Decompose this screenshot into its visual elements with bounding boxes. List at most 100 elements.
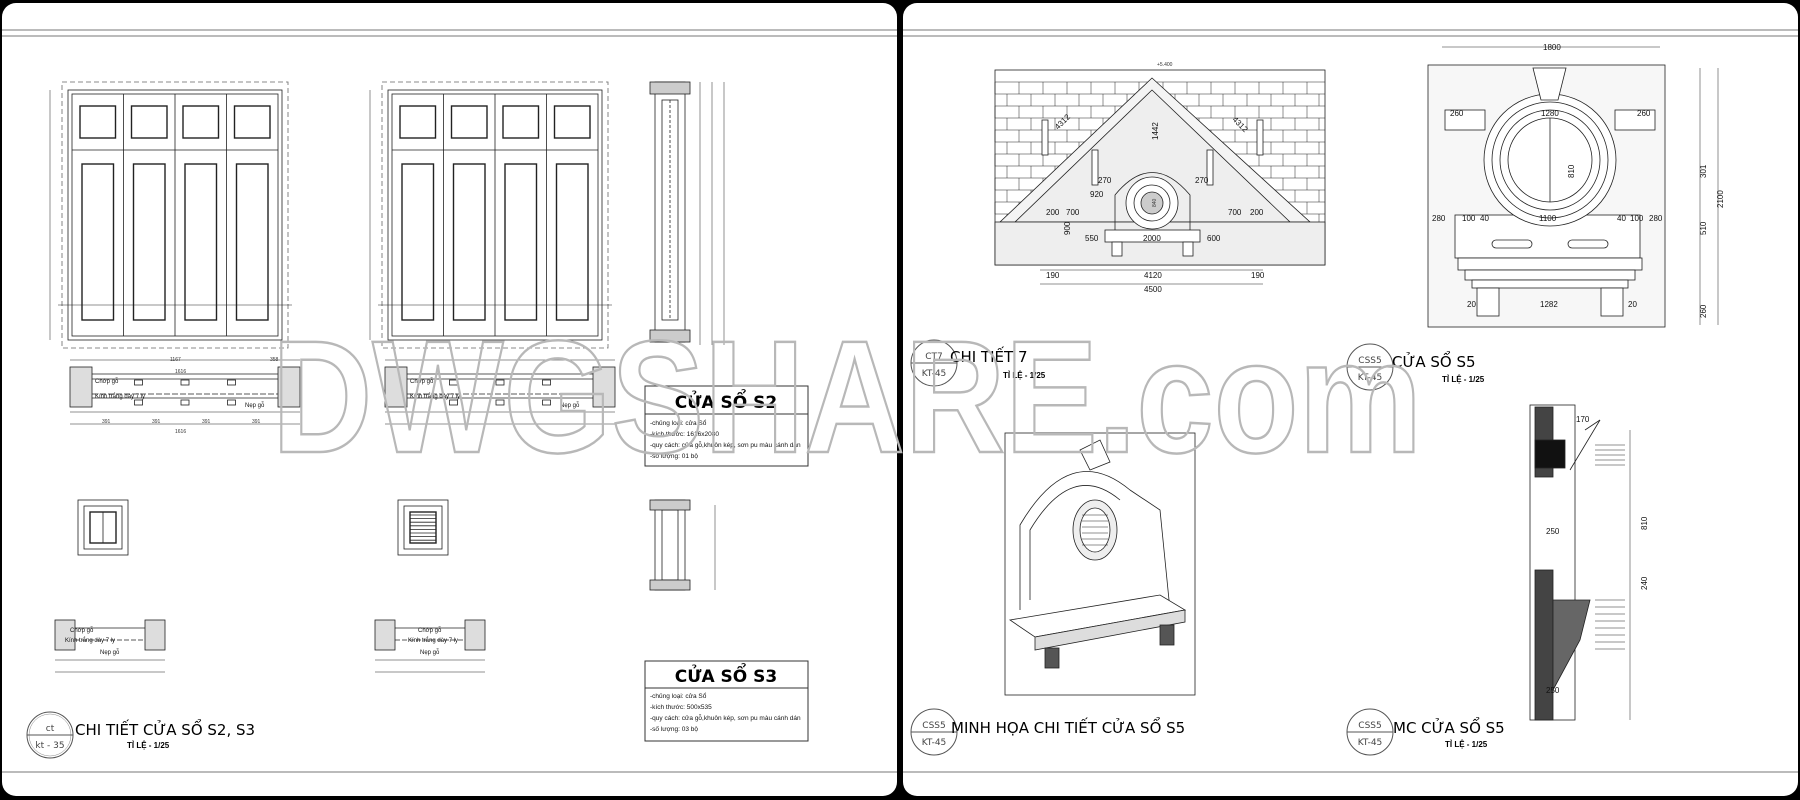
- spec-line: -số lượng: 03 bộ: [650, 724, 698, 733]
- detail-tag-bottom: KT-45: [922, 369, 947, 379]
- dim: 810: [1567, 164, 1576, 178]
- label-shutter: Chớp gỗ: [418, 627, 442, 634]
- detail-scale: TỈ LỆ - 1/25: [1445, 740, 1488, 749]
- title-block-s5: CSS5 KT-45 CỬA SỔ S5 TỈ LỆ - 1/25: [1346, 343, 1485, 391]
- detail-scale: TỈ LỆ - 1/25: [127, 741, 170, 750]
- window-s2-section: [649, 81, 725, 345]
- plan-labels: Chớp gỗ Kính trắng dày 7 ly Nẹp gỗ Chớp …: [65, 378, 580, 656]
- detail-title: MINH HỌA CHI TIẾT CỬA SỔ S5: [951, 716, 1185, 737]
- dim: 1282: [1540, 300, 1558, 309]
- dim: 250: [1546, 686, 1560, 695]
- window-s3-plan: [54, 619, 166, 673]
- section-dimensions: 170 810 240 250 250: [1546, 415, 1649, 695]
- title-block-illustration: CSS5 KT-45 MINH HỌA CHI TIẾT CỬA SỔ S5: [910, 708, 1185, 756]
- sheet-border-lines: [2, 29, 1798, 773]
- detail-title: CHI TIẾT CỬA SỔ S2, S3: [75, 718, 255, 739]
- dim: 100: [1630, 214, 1644, 223]
- spec-line: -kích thước: 1616x2080: [650, 431, 719, 438]
- label-glass: Kính trắng dày 7 ly: [408, 637, 458, 644]
- label-trim: Nẹp gỗ: [420, 649, 440, 656]
- dim: 20: [1467, 300, 1476, 309]
- dim: 100: [1462, 214, 1476, 223]
- dim: 40: [1617, 214, 1626, 223]
- window-s2-plan-interior: [384, 359, 616, 425]
- cad-geometry: [49, 46, 1719, 721]
- dim: 200: [1250, 208, 1264, 217]
- dim: 700: [1066, 208, 1080, 217]
- window-s2-exterior-elevation: [49, 81, 292, 349]
- dim: 1167: [170, 357, 181, 363]
- dim: 270: [1195, 176, 1209, 185]
- dim: 840: [1152, 198, 1158, 207]
- dim: 550: [1085, 234, 1099, 243]
- spec-line: -kích thước: 500x535: [650, 704, 712, 711]
- detail-scale: TỈ LỆ - 1/25: [1003, 371, 1046, 380]
- window-s3-elevation-louvered: [397, 499, 449, 556]
- label-glass: Kính trắng dày 7 ly: [410, 393, 460, 400]
- detail-title: CHI TIẾT 7: [950, 345, 1027, 366]
- title-block-s2-s3: ct kt - 35 CHI TIẾT CỬA SỔ S2, S3 TỈ LỆ …: [26, 711, 255, 759]
- window-s5-wall-section: [1529, 404, 1631, 721]
- dim: 20: [1628, 300, 1637, 309]
- dim: 2000: [1143, 234, 1161, 243]
- dim: 810: [1640, 516, 1649, 530]
- detail-tag-top: CSS5: [1358, 356, 1381, 366]
- dim: 280: [1432, 214, 1446, 223]
- detail-tag-top: CSS5: [922, 721, 945, 731]
- dim: 200: [1046, 208, 1060, 217]
- label-shutter: Chớp gỗ: [70, 627, 94, 634]
- window-s5-elevation: [1427, 46, 1719, 328]
- dim: 280: [1649, 214, 1663, 223]
- spec-line: -chủng loại: cửa Sổ: [650, 692, 707, 700]
- title-block-section: CSS5 KT-45 MC CỬA SỔ S5 TỈ LỆ - 1/25: [1346, 708, 1505, 756]
- dim: 4500: [1144, 285, 1162, 294]
- dim: 170: [1576, 415, 1590, 424]
- label-trim: Nẹp gỗ: [560, 402, 580, 409]
- dim: 700: [1228, 208, 1242, 217]
- dim: 260: [1450, 109, 1464, 118]
- detail-title: MC CỬA SỔ S5: [1393, 716, 1505, 737]
- spec-line: -chủng loại: cửa Sổ: [650, 419, 707, 427]
- dim: 2100: [1716, 190, 1725, 208]
- spec-line: -quy cách: cửa gỗ,khuôn kép, sơn pu màu …: [650, 713, 801, 722]
- dim: 900: [1063, 221, 1072, 235]
- window-s2-plan-exterior: [69, 359, 301, 425]
- dim: 1616: [175, 429, 186, 435]
- left-sheet: [2, 3, 897, 796]
- dim: 190: [1251, 271, 1265, 280]
- dim: 1616: [175, 369, 186, 375]
- spec-box-s3: CỬA SỔ S3 -chủng loại: cửa Sổ -kích thướ…: [644, 660, 809, 742]
- label-glass: Kính trắng dày 7 ly: [65, 637, 115, 644]
- dim: 391: [102, 419, 111, 425]
- dim: 301: [1699, 164, 1708, 178]
- label-shutter: Chớp gỗ: [95, 378, 119, 385]
- dim: 270: [1098, 176, 1112, 185]
- dim: 190: [1046, 271, 1060, 280]
- dim: 358: [270, 357, 279, 363]
- dim: 391: [202, 419, 211, 425]
- label-trim: Nẹp gỗ: [245, 402, 265, 409]
- dim: 1280: [1541, 109, 1559, 118]
- dim: 1442: [1151, 122, 1160, 140]
- dim: +5.400: [1157, 62, 1173, 68]
- detail-tag-bottom: KT-45: [922, 738, 947, 748]
- detail-scale: TỈ LỆ - 1/25: [1442, 375, 1485, 384]
- window-s5-3d-illustration: [1004, 432, 1196, 696]
- spec-line: -quy cách: cửa gỗ,khuôn kép, sơn pu màu …: [650, 440, 801, 449]
- dim: 920: [1090, 190, 1104, 199]
- dim: 1100: [1539, 214, 1557, 223]
- dim: 250: [1546, 527, 1560, 536]
- dim: 40: [1480, 214, 1489, 223]
- window-s3-plan-2: [374, 619, 486, 673]
- spec-title: CỬA SỔ S2: [675, 388, 777, 413]
- spec-title: CỬA SỔ S3: [675, 662, 777, 687]
- window-s3-section: [649, 499, 716, 591]
- dim: 510: [1699, 221, 1708, 235]
- spec-box-s2: CỬA SỔ S2 -chủng loại: cửa Sổ -kích thướ…: [644, 385, 809, 467]
- detail-tag-top: ct: [46, 724, 55, 734]
- detail-tag-bottom: KT-45: [1358, 373, 1383, 383]
- detail-tag-bottom: KT-45: [1358, 738, 1383, 748]
- detail-tag-bottom: kt - 35: [35, 741, 64, 751]
- detail-title: CỬA SỔ S5: [1392, 350, 1476, 371]
